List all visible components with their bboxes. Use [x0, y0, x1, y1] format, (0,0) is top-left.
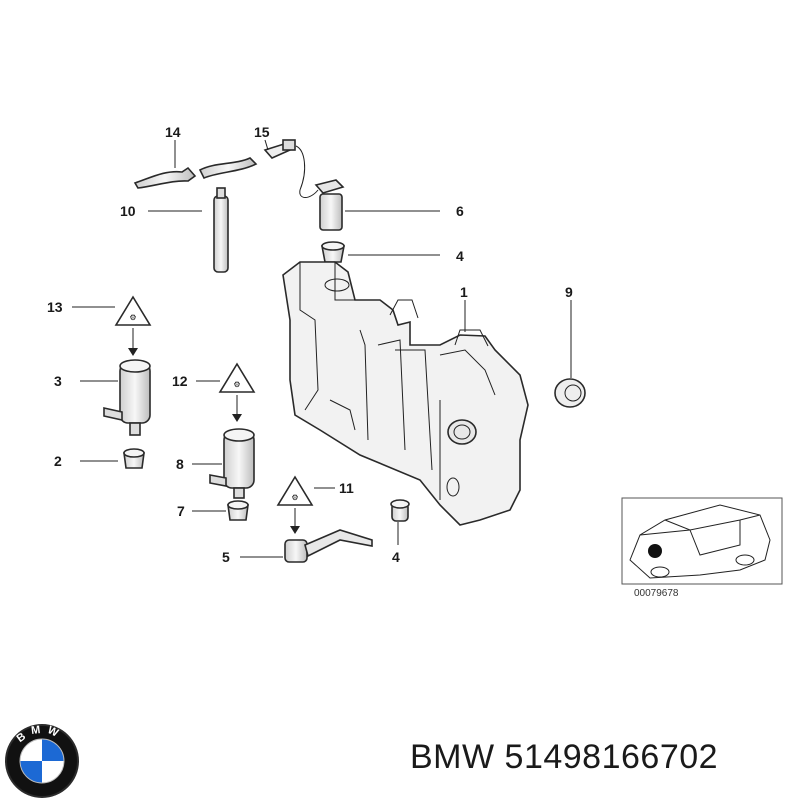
- grommet-9: [554, 300, 586, 408]
- callout-1: 1: [460, 284, 468, 300]
- pump-8: [192, 428, 255, 499]
- warning-triangle-11: ⚙: [276, 475, 335, 534]
- part-caption: BMW 51498166702: [410, 738, 718, 777]
- tube-10: [148, 187, 229, 273]
- grommet-2: [80, 448, 145, 469]
- cap-4-top: [321, 241, 440, 263]
- connector-15: [263, 139, 319, 198]
- plug-4-bottom: [390, 499, 410, 545]
- diagram-reference-number: 00079678: [634, 588, 679, 599]
- svg-text:⚙: ⚙: [129, 313, 136, 322]
- callout-14: 14: [165, 124, 181, 140]
- warning-triangle-12: ⚙: [196, 362, 256, 422]
- caption-part-number: 51498166702: [504, 738, 719, 776]
- callout-5: 5: [222, 549, 230, 565]
- callout-15: 15: [254, 124, 270, 140]
- grommet-7: [192, 500, 249, 521]
- level-sensor-5: [240, 529, 373, 563]
- callout-11: 11: [339, 480, 354, 496]
- callout-3: 3: [54, 373, 62, 389]
- hose-14: [133, 140, 258, 189]
- callout-10: 10: [120, 203, 136, 219]
- callout-9: 9: [565, 284, 573, 300]
- callout-13: 13: [47, 299, 63, 315]
- callout-8: 8: [176, 456, 184, 472]
- callout-2: 2: [54, 453, 62, 469]
- reservoir-1: [282, 261, 529, 526]
- pump-3: [80, 359, 151, 436]
- callout-12: 12: [172, 373, 188, 389]
- vehicle-location-inset: [621, 497, 783, 585]
- warning-triangle-13: ⚙: [72, 295, 152, 356]
- location-marker: [648, 544, 662, 558]
- callout-7: 7: [177, 503, 185, 519]
- caption-brand: BMW: [410, 738, 495, 776]
- bmw-logo-icon: BMW: [5, 723, 79, 798]
- callout-4-top: 4: [456, 248, 464, 264]
- callout-6: 6: [456, 203, 464, 219]
- pump-sensor-6: [314, 179, 440, 231]
- svg-text:⚙: ⚙: [233, 380, 240, 389]
- callout-4-bottom: 4: [392, 549, 400, 565]
- svg-text:⚙: ⚙: [291, 493, 298, 502]
